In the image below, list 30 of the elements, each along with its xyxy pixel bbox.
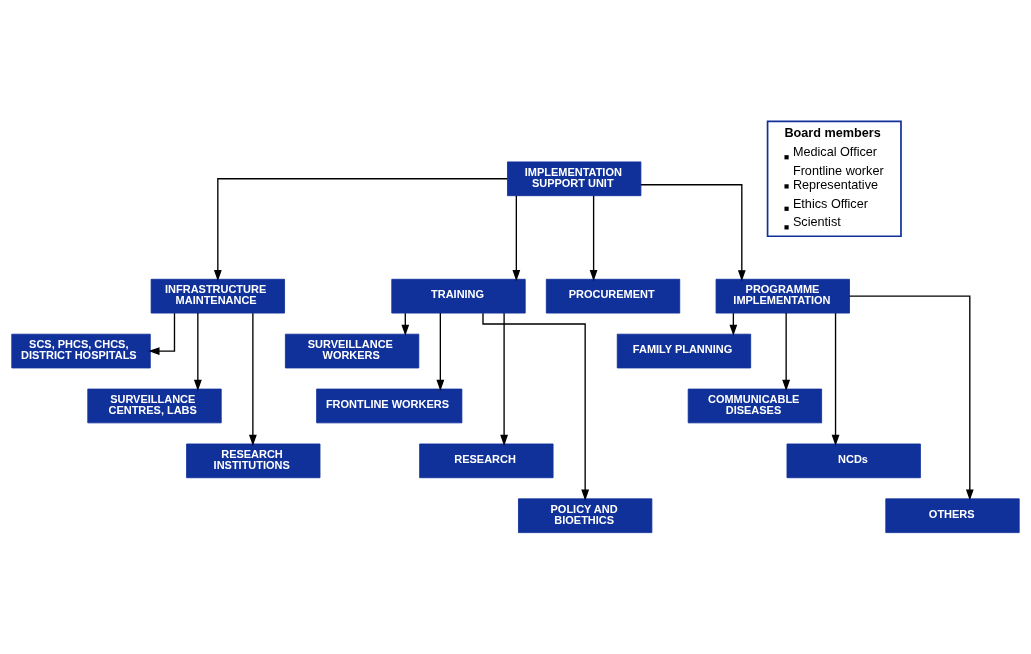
node-box: SURVEILLANCE CENTRES, LABS: [87, 388, 222, 424]
arrow: [640, 184, 746, 282]
node-box: IMPLEMENTATION SUPPORT UNIT: [507, 161, 642, 197]
arrow: [848, 295, 974, 501]
node-box: Board members Medical Officer Frontline worker Representative Ethics Officer Scientist: [766, 120, 902, 238]
arrow: [436, 312, 445, 391]
arrow: [782, 312, 791, 391]
node-box: OTHERS: [885, 498, 1020, 534]
arrow: [831, 312, 840, 446]
node-box: INFRASTRUCTURE MAINTENANCE: [150, 278, 285, 314]
arrow: [500, 312, 508, 446]
node-box: SCS, PHCS, CHCS, DISTRICT HOSPITALS: [11, 333, 151, 369]
node-box: PROGRAMME IMPLEMENTATION: [715, 278, 850, 314]
node-box: SURVEILLANCE WORKERS: [284, 333, 420, 369]
arrow: [589, 195, 598, 282]
node-box: PROCUREMENT: [545, 278, 681, 314]
arrow: [482, 312, 590, 501]
node-box: RESEARCH INSTITUTIONS: [186, 443, 321, 479]
node-box: TRAINING: [391, 278, 526, 314]
node-box: FAMILY PLANNING: [616, 333, 752, 369]
arrow: [248, 312, 257, 446]
arrow: [148, 312, 176, 355]
node-box: RESEARCH: [419, 443, 554, 479]
node-box: NCDs: [786, 443, 921, 479]
node-box: FRONTLINE WORKERS: [316, 388, 463, 424]
arrow: [193, 312, 202, 391]
node-box: COMMUNICABLE DISEASES: [687, 388, 823, 424]
arrow: [512, 195, 521, 282]
arrow: [213, 178, 508, 282]
node-box: POLICY AND BIOETHICS: [518, 498, 653, 534]
